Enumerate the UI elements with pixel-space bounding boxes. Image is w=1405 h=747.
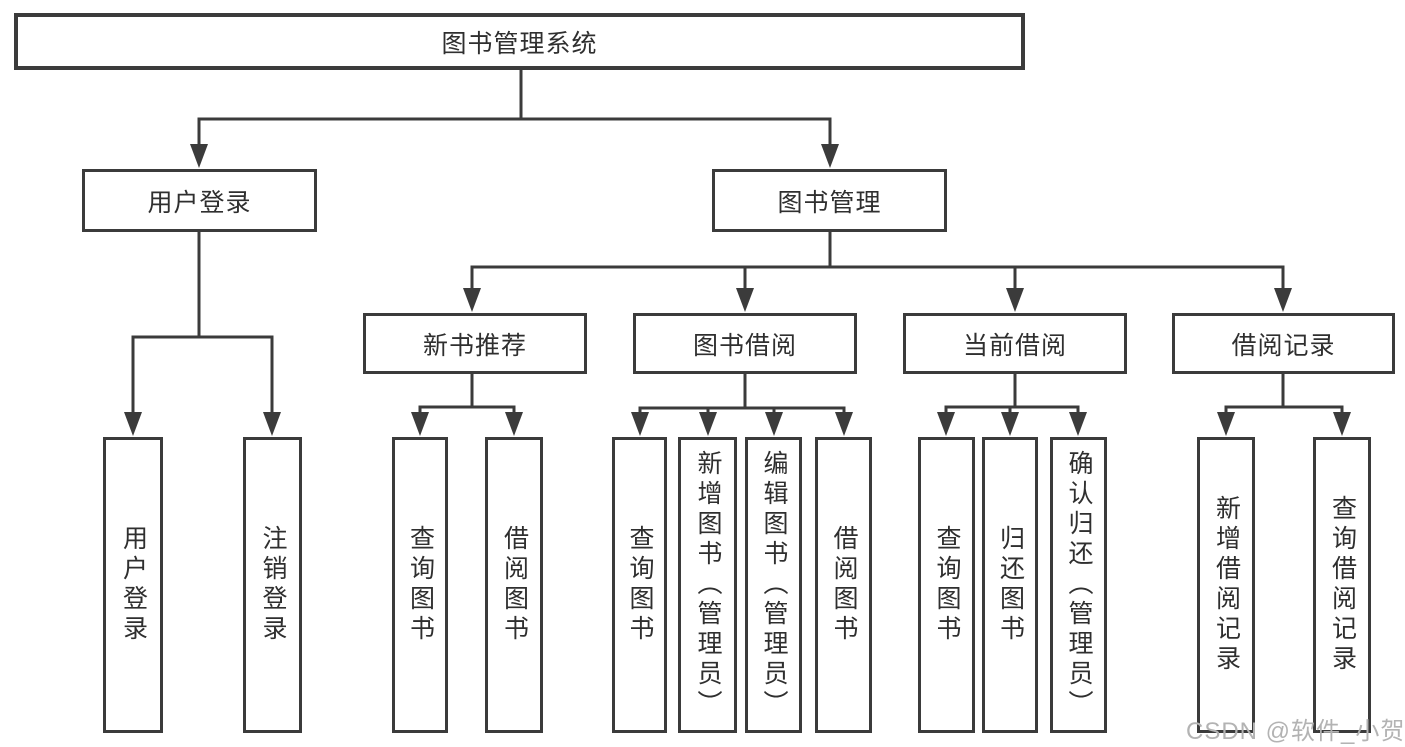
- node-label: 借阅图书: [830, 525, 858, 645]
- leaf-query-books-borrow: 查询图书: [612, 437, 667, 733]
- leaf-confirm-return-admin: 确认归还（管理员）: [1050, 437, 1107, 733]
- arrowhead-down-icon: [124, 412, 142, 436]
- leaf-borrow-books: 借阅图书: [815, 437, 872, 733]
- node-book-borrow: 图书借阅: [633, 313, 857, 374]
- arrowhead-down-icon: [937, 412, 955, 436]
- node-label: 查询借阅记录: [1328, 495, 1357, 675]
- node-user-login-branch: 用户登录: [82, 169, 317, 232]
- node-label: 查询图书: [626, 525, 654, 645]
- arrowhead-down-icon: [1069, 412, 1087, 436]
- node-label: 用户登录: [119, 525, 148, 645]
- arrowhead-down-icon: [835, 412, 853, 436]
- arrowhead-down-icon: [263, 412, 281, 436]
- arrowhead-down-icon: [190, 144, 208, 168]
- node-label: 注销登录: [259, 525, 287, 645]
- leaf-add-books-admin: 新增图书（管理员）: [678, 437, 737, 733]
- node-borrow-records: 借阅记录: [1172, 313, 1395, 374]
- node-label: 借阅图书: [500, 525, 529, 645]
- node-label: 用户登录: [147, 188, 252, 217]
- node-label: 图书管理: [777, 188, 882, 217]
- node-label: 查询图书: [406, 525, 435, 645]
- node-label: 归还图书: [996, 525, 1025, 645]
- arrowhead-down-icon: [411, 412, 429, 436]
- node-label: 查询图书: [933, 525, 961, 645]
- arrowhead-down-icon: [463, 288, 481, 312]
- arrowhead-down-icon: [765, 412, 783, 436]
- arrowhead-down-icon: [1274, 288, 1292, 312]
- arrowhead-down-icon: [1006, 288, 1024, 312]
- node-label: 图书借阅: [692, 331, 797, 360]
- leaf-query-books-recommend: 查询图书: [392, 437, 448, 733]
- node-root-system: 图书管理系统: [14, 13, 1025, 70]
- arrowhead-down-icon: [1217, 412, 1235, 436]
- node-label: 新书推荐: [422, 331, 527, 360]
- arrowhead-down-icon: [1333, 412, 1351, 436]
- csdn-watermark: CSDN @软件_小贺同学: [1186, 718, 1405, 745]
- leaf-query-books-current: 查询图书: [918, 437, 975, 733]
- node-label: 确认归还（管理员）: [1065, 450, 1093, 720]
- node-label: 当前借阅: [962, 331, 1067, 360]
- leaf-edit-books-admin: 编辑图书（管理员）: [745, 437, 802, 733]
- node-label: 图书管理系统: [441, 29, 598, 58]
- leaf-user-login: 用户登录: [103, 437, 163, 733]
- leaf-query-borrow-record: 查询借阅记录: [1313, 437, 1371, 733]
- leaf-return-books: 归还图书: [982, 437, 1038, 733]
- leaf-logout: 注销登录: [243, 437, 302, 733]
- arrowhead-down-icon: [699, 412, 717, 436]
- node-label: 新增借阅记录: [1212, 495, 1241, 675]
- arrowhead-down-icon: [821, 144, 839, 168]
- leaf-borrow-books-recommend: 借阅图书: [485, 437, 543, 733]
- arrowhead-down-icon: [505, 412, 523, 436]
- node-current-borrow: 当前借阅: [903, 313, 1127, 374]
- arrowhead-down-icon: [1001, 412, 1019, 436]
- node-label: 借阅记录: [1231, 331, 1336, 360]
- node-book-management-branch: 图书管理: [712, 169, 947, 232]
- node-label: 编辑图书（管理员）: [760, 450, 788, 720]
- node-label: 新增图书（管理员）: [694, 450, 722, 720]
- node-new-book-recommend: 新书推荐: [363, 313, 587, 374]
- leaf-add-borrow-record: 新增借阅记录: [1197, 437, 1255, 733]
- arrowhead-down-icon: [631, 412, 649, 436]
- arrowhead-down-icon: [736, 288, 754, 312]
